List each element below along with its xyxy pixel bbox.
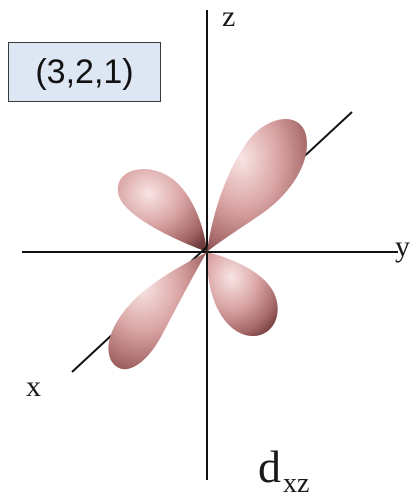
- orbital-label: dxz: [258, 441, 309, 498]
- lobe-lower-left: [108, 252, 207, 370]
- orbital-subscript: xz: [283, 468, 310, 499]
- quantum-numbers-label: (3,2,1): [35, 52, 134, 91]
- lobe-lower-right: [206, 252, 278, 337]
- lobe-upper-right: [207, 118, 307, 253]
- orbital-letter: d: [258, 441, 281, 492]
- y-axis-label: y: [395, 230, 410, 263]
- quantum-numbers-box: (3,2,1): [8, 42, 161, 102]
- z-axis-label: z: [222, 0, 236, 33]
- x-axis-label: x: [26, 370, 41, 403]
- lobe-upper-left: [117, 169, 207, 252]
